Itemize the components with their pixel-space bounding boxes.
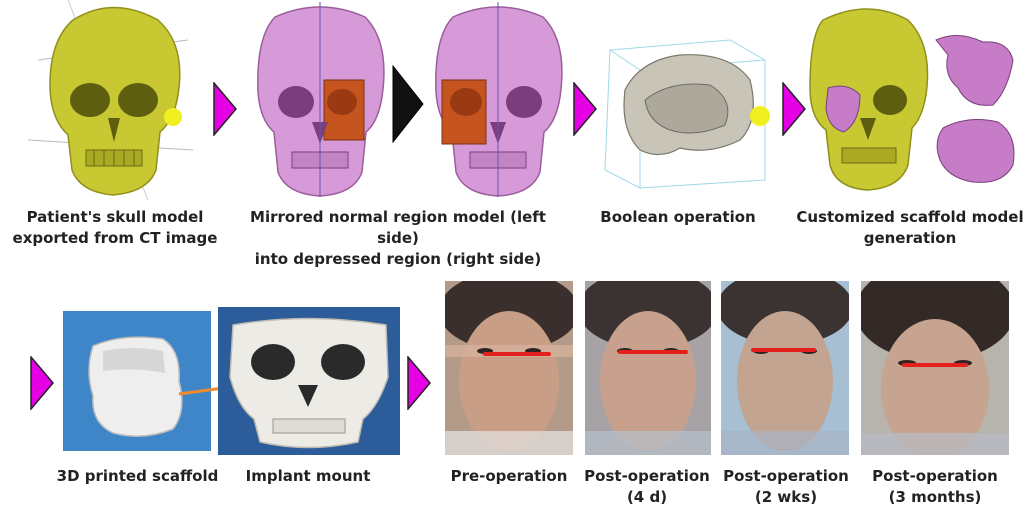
caption-pre-operation: Pre-operation bbox=[445, 466, 573, 487]
face-photo-post-op-3months bbox=[861, 281, 1009, 455]
pink-skull-mirrored-image bbox=[250, 2, 390, 197]
face-photo-post-op-4d bbox=[585, 281, 711, 455]
arrow-icon bbox=[782, 82, 806, 136]
step-caption-skull-model: Patient's skull model exported from CT i… bbox=[10, 207, 220, 249]
step-caption-scaffold-model: Customized scaffold model generation bbox=[795, 207, 1025, 249]
black-arrow-icon bbox=[392, 65, 424, 143]
caption-post-operation-3months: Post-operation (3 months) bbox=[865, 466, 1005, 508]
arrow-icon bbox=[30, 356, 54, 410]
caption-implant-mount: Implant mount bbox=[228, 466, 388, 487]
eye-level-line bbox=[483, 352, 551, 356]
caption-3d-printed-scaffold: 3D printed scaffold bbox=[50, 466, 225, 487]
pink-skull-scaffold-image bbox=[428, 2, 568, 197]
caption-post-operation-2wks: Post-operation (2 wks) bbox=[716, 466, 856, 508]
face-photo-pre-operation bbox=[445, 281, 573, 455]
eye-level-line bbox=[902, 363, 968, 367]
implant-mount-photo bbox=[218, 307, 400, 455]
boolean-operation-image bbox=[600, 30, 770, 195]
eye-level-line bbox=[751, 348, 816, 352]
face-photo-post-op-2wks bbox=[721, 281, 849, 455]
caption-post-operation-4d: Post-operation (4 d) bbox=[577, 466, 717, 508]
step-caption-mirrored: Mirrored normal region model (left side)… bbox=[228, 207, 568, 270]
arrow-icon bbox=[407, 356, 431, 410]
step-caption-boolean: Boolean operation bbox=[588, 207, 768, 228]
eye-level-line bbox=[618, 350, 688, 354]
yellow-skull-image bbox=[28, 0, 198, 200]
arrow-icon bbox=[213, 82, 237, 136]
customized-scaffold-image bbox=[808, 0, 1023, 200]
arrow-icon bbox=[573, 82, 597, 136]
